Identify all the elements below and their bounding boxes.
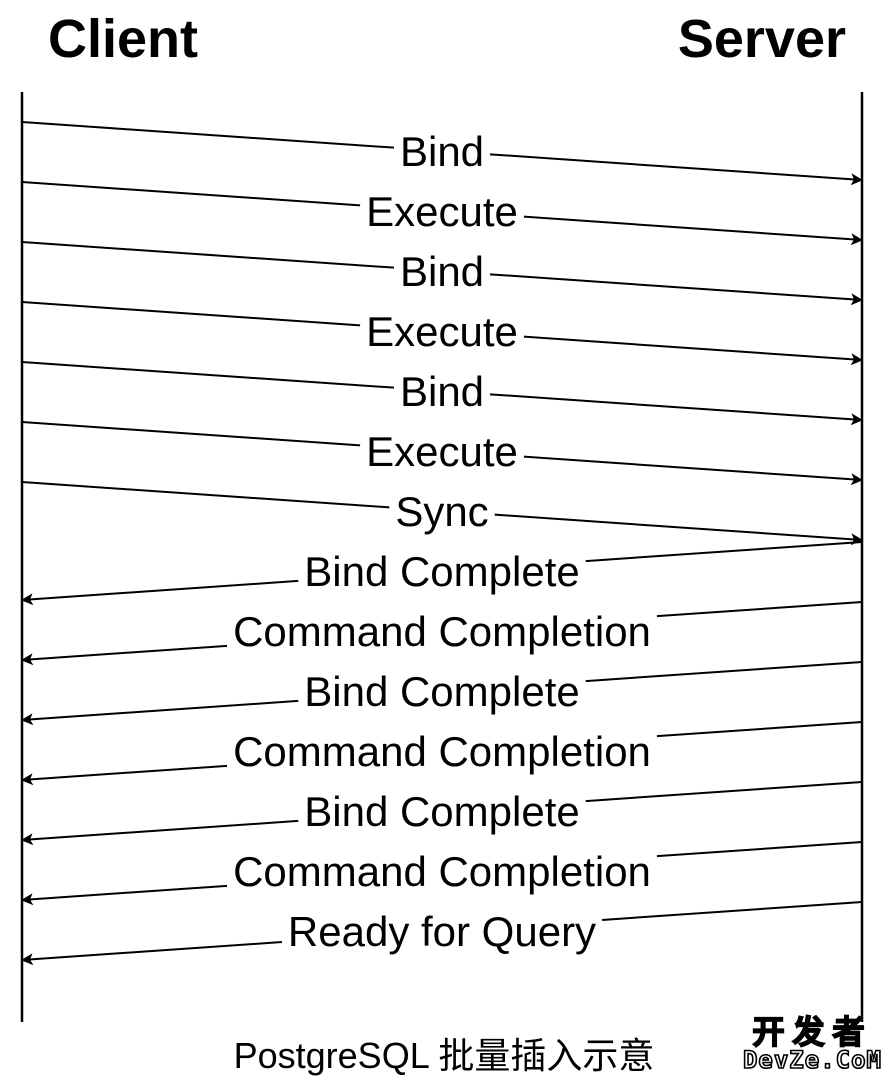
- message-arrow-head: [21, 644, 228, 666]
- message-arrow-tail: [21, 481, 390, 509]
- client-title: Client: [48, 9, 199, 69]
- sequence-diagram: BindExecuteBindExecuteBindExecuteSyncBin…: [20, 92, 864, 1022]
- message-arrow-tail: [602, 901, 863, 921]
- message-arrow-head: [523, 455, 863, 486]
- message-arrow-tail: [21, 181, 361, 207]
- message-label: Command Completion: [233, 608, 651, 655]
- message-label: Command Completion: [233, 848, 651, 895]
- message-label: Bind Complete: [304, 668, 579, 715]
- message-arrow-head: [494, 513, 863, 546]
- message-arrow-tail: [21, 421, 361, 447]
- message-arrow-head: [21, 699, 299, 726]
- message-arrow-tail: [656, 841, 863, 858]
- message-arrow-head: [21, 819, 299, 846]
- messages-group: BindExecuteBindExecuteBindExecuteSyncBin…: [21, 121, 863, 966]
- message-arrow-tail: [585, 661, 863, 683]
- message-arrow-head: [489, 273, 863, 306]
- message-label: Command Completion: [233, 728, 651, 775]
- message-label: Execute: [366, 188, 518, 235]
- message-arrow-tail: [585, 781, 863, 803]
- message-arrow-tail: [21, 361, 395, 389]
- message-arrow-head: [489, 153, 863, 186]
- message-label: Bind Complete: [304, 548, 579, 595]
- message-arrow-head: [523, 215, 863, 246]
- message-arrow-tail: [656, 601, 863, 618]
- watermark-line-2: DevZe.CoM: [742, 1046, 882, 1074]
- message-label: Sync: [395, 488, 488, 535]
- message-label: Execute: [366, 308, 518, 355]
- message-arrow-head: [489, 393, 863, 426]
- message-arrow-tail: [21, 121, 395, 149]
- message-arrow-head: [523, 335, 863, 366]
- message-arrow-head: [21, 764, 228, 786]
- diagram-caption: PostgreSQL 批量插入示意: [233, 1035, 655, 1076]
- message-arrow-head: [21, 884, 228, 906]
- server-title: Server: [677, 9, 846, 69]
- message-arrow-tail: [585, 541, 863, 563]
- message-label: Ready for Query: [288, 908, 596, 955]
- message-label: Bind: [400, 248, 484, 295]
- message-arrow-tail: [656, 721, 863, 738]
- watermark-logo: 开发者 DevZe.CoM: [742, 1013, 882, 1074]
- message-label: Bind Complete: [304, 788, 579, 835]
- message-arrow-head: [21, 579, 299, 606]
- message-label: Bind: [400, 368, 484, 415]
- message-label: Execute: [366, 428, 518, 475]
- message-arrow-tail: [21, 241, 395, 269]
- message-arrow-head: [21, 941, 282, 966]
- message-arrow-tail: [21, 301, 361, 327]
- message-label: Bind: [400, 128, 484, 175]
- watermark-line-1: 开发者: [752, 1013, 873, 1051]
